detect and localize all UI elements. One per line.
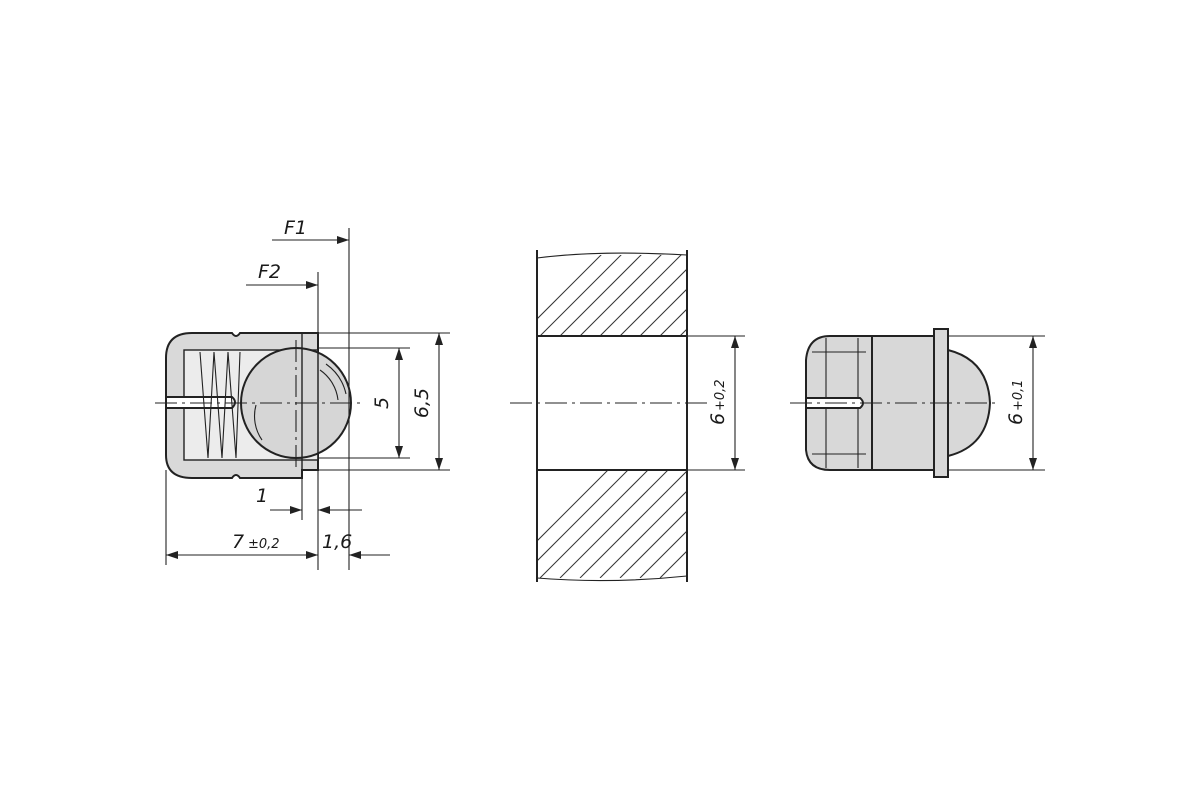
- label-f2: F2: [258, 261, 281, 283]
- dim-length: 7: [232, 531, 244, 553]
- dim-ball-diameter: 5: [371, 397, 393, 409]
- dim-ball-protrusion: 1: [256, 485, 268, 507]
- force-markers: F1 F2: [246, 217, 350, 570]
- dim-side: 6: [1005, 413, 1027, 425]
- spring: [199, 351, 241, 459]
- dim-side-tolerance: +0,1: [1011, 379, 1026, 411]
- dim-body-diameter: 6,5: [411, 388, 433, 418]
- dim-collar-width: 1,6: [322, 531, 352, 553]
- label-f1: F1: [284, 217, 307, 239]
- ball-highlight: [319, 369, 339, 401]
- left-vertical-dimensions: 5 6,5: [318, 332, 450, 471]
- dim-length-tolerance: ±0,2: [248, 537, 280, 552]
- bore-view: 6 +0,2: [510, 250, 745, 582]
- left-horizontal-dimensions: 1 7 ±0,2 1,6: [165, 470, 390, 565]
- exterior-view: 6 +0,1: [790, 328, 1045, 478]
- hatch-top: [537, 255, 687, 336]
- dim-bore: 6: [707, 413, 729, 425]
- hatch-bottom: [537, 470, 687, 578]
- dim-bore-tolerance: +0,2: [713, 379, 728, 411]
- sectional-view: [155, 332, 365, 479]
